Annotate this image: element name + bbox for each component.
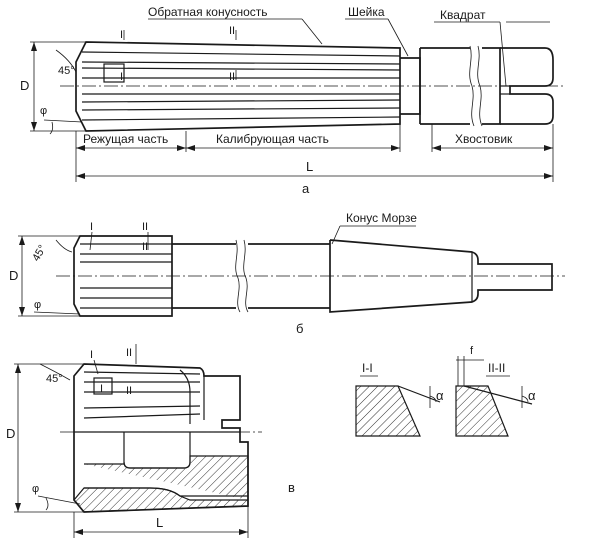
fig-b-neck (172, 243, 236, 309)
section-2-rake-line (463, 385, 533, 405)
fig-a-sec1-label: I (120, 29, 123, 41)
fig-b-shank (248, 243, 330, 309)
fig-b-morse-taper (329, 239, 553, 313)
fig-b-break-line (235, 239, 241, 313)
figure-a: I I II II Обратная конусность Шейка Квад… (20, 5, 565, 196)
section-views: I-I α II-II f α (355, 345, 536, 437)
fig-c-hatched-section (73, 455, 249, 513)
section-2-f-label: f (470, 345, 474, 357)
fig-c-caption: в (288, 480, 295, 495)
fig-c-flute (83, 405, 201, 409)
fig-a-sec1-label: I (120, 71, 123, 83)
fig-c-45-label: 45° (46, 373, 63, 385)
fig-a-d-label: D (20, 78, 29, 93)
fig-b-sec2-label: II (142, 221, 148, 233)
fig-a-flute (81, 51, 401, 57)
fig-a-square-label: Квадрат (440, 8, 486, 22)
fig-c-angle-arc (39, 363, 71, 381)
section-1-rake-line (397, 385, 441, 403)
fig-c-phi-label: φ (32, 483, 39, 495)
fig-a-square (500, 47, 554, 125)
fig-a-sizing-label: Калибрующая часть (216, 132, 329, 146)
section-1-angle-arc (429, 395, 437, 403)
figure-c: I I II II D 45° φ L в (6, 344, 295, 538)
fig-c-sec2-label: II (126, 347, 132, 359)
fig-b-phi-line (33, 311, 81, 315)
fig-a-flute (81, 61, 401, 65)
fig-c-d-label: D (6, 426, 15, 441)
fig-a-phi-arc (49, 121, 54, 135)
fig-c-bore-slot (123, 432, 191, 469)
fig-a-flute (81, 67, 401, 71)
fig-c-phi-line (37, 495, 81, 505)
fig-a-break-line (469, 45, 475, 127)
fig-b-leader (331, 225, 341, 245)
fig-a-sec2-label: II (229, 71, 235, 83)
fig-a-sec2-label: II (229, 25, 235, 37)
section-2-tooth (455, 385, 509, 437)
fig-b-caption: б (296, 321, 303, 336)
fig-a-leader (387, 18, 409, 57)
fig-a-flute (81, 116, 401, 121)
fig-c-sec1-label: I (90, 349, 93, 361)
fig-c-sec1-label: I (100, 383, 103, 395)
fig-c-flute (83, 371, 201, 375)
fig-b-break-line (243, 239, 249, 313)
section-1-label: I-I (362, 361, 373, 375)
fig-a-leader (301, 18, 323, 45)
section-1-alpha: α (436, 388, 444, 403)
fig-b-sec1-label: I (90, 221, 93, 233)
fig-a-phi-label: φ (40, 105, 47, 117)
section-2-angle-arc (521, 395, 529, 403)
fig-b-angle-arc (55, 239, 73, 253)
fig-b-45-label: 45° (30, 243, 49, 263)
fig-a-neck-label: Шейка (348, 5, 385, 19)
fig-a-45-label: 45° (58, 65, 75, 77)
fig-a-angle-arc (55, 49, 77, 73)
fig-b-phi-label: φ (34, 299, 41, 311)
fig-b-d-label: D (9, 268, 18, 283)
fig-c-l-label: L (156, 515, 163, 530)
fig-a-flute (81, 99, 401, 103)
fig-c-flute (83, 413, 201, 419)
fig-a-cutting-label: Режущая часть (83, 132, 168, 146)
fig-a-shank-label: Хвостовик (455, 132, 513, 146)
fig-c-sec1-mark (93, 359, 99, 375)
fig-a-l-label: L (306, 159, 313, 174)
section-2-label: II-II (488, 361, 505, 375)
fig-b-sec2-label: II (142, 241, 148, 253)
fig-a-phi-line (43, 119, 83, 123)
fig-a-back-taper-label: Обратная конусность (148, 5, 268, 19)
fig-c-body-outline (73, 363, 249, 513)
fig-a-leader (499, 21, 507, 87)
fig-c-tooth-detail (93, 377, 113, 395)
fig-c-sec2-label: II (126, 385, 132, 397)
fig-c-phi-arc (45, 497, 49, 511)
fig-c-body-line (179, 369, 191, 424)
section-2-alpha: α (528, 388, 536, 403)
fig-c-bore-line (84, 487, 248, 497)
fig-a-caption: а (302, 181, 310, 196)
figure-b: I II II Конус Морзе D 45° φ б (9, 211, 565, 336)
fig-b-sec1-mark (89, 231, 93, 251)
fig-b-morse-label: Конус Морзе (346, 211, 417, 225)
fig-a-flute (81, 107, 401, 111)
section-1-tooth (355, 385, 421, 437)
